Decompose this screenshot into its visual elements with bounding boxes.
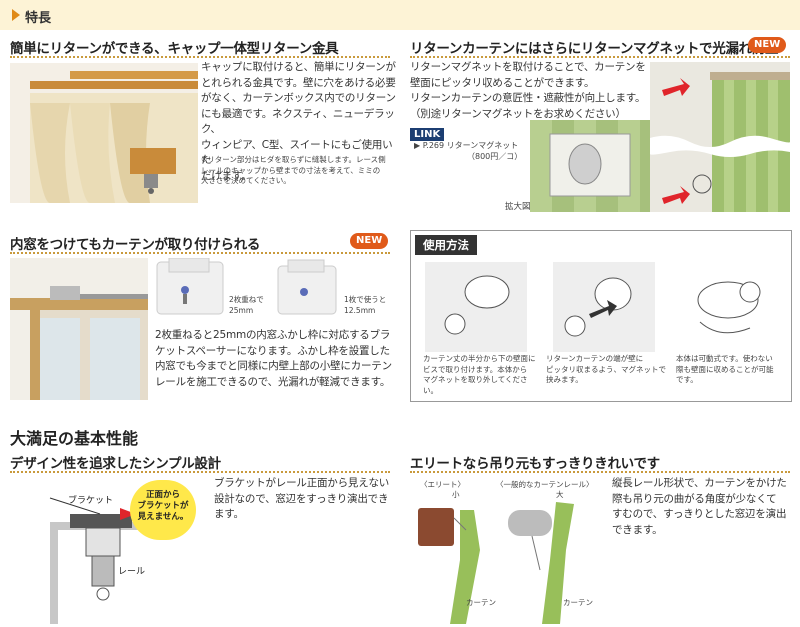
sec1-body: キャップに取付けると、簡単にリターンが とれられる金具です。壁に穴をあける必要 … <box>201 60 396 184</box>
usage-step2-line: リターンカーテンの端が壁に <box>546 354 644 363</box>
section-header-label: 特長 <box>25 11 52 26</box>
elite-body-line: 際も吊り元の曲がる角度が少なくて <box>612 492 777 505</box>
sec1-body-line: とれられる金具です。壁に穴をあける必要 <box>201 76 396 89</box>
sec2-body-line: （別途リターンマグネットをお求めください） <box>410 107 626 120</box>
spacer-one-piece <box>277 259 337 315</box>
elite-body: 縦長レール形状で、カーテンをかけた 際も吊り元の曲がる角度が少なくて すむので、… <box>612 476 797 538</box>
sec1-note: ※リターン部分はヒダを取らずに縫製します。レース側 レールのキャップから壁までの… <box>201 155 396 187</box>
sec2-title: リターンカーテンにはさらにリターンマグネットで光漏れ防止 <box>410 41 779 57</box>
triangle-arrow-icon <box>12 9 20 21</box>
elite-rail-diagram <box>418 508 480 624</box>
performance-title: 大満足の基本性能 <box>10 429 139 448</box>
design-body: ブラケットがレール正面から見えない 設計なので、窓辺をすっきり演出でき ます。 <box>214 476 399 523</box>
sec1-body-line: にも最適です。ネクスティ、ニューデラック、 <box>201 107 395 136</box>
callout-line: ブラケットが <box>137 501 189 511</box>
angle-large-label: 大 <box>556 490 564 499</box>
callout-line: 正面から <box>145 490 180 500</box>
spacer-one-label-line: 12.5mm <box>344 305 376 315</box>
angle-small-label: 小 <box>452 490 460 499</box>
magnet-zoom-illustration <box>530 120 650 212</box>
sec3-body-line: 2枚重ねると25mmの内窓ふかし枠に対応するブラ <box>155 329 391 341</box>
design-divider <box>10 471 390 473</box>
section-header-bar <box>0 0 800 30</box>
elite-label: 〈エリート〉 <box>420 480 465 489</box>
spacer-two-label-line: 25mm <box>229 305 254 315</box>
sec1-divider <box>10 56 390 58</box>
usage-title: 使用方法 <box>415 235 477 255</box>
design-body-line: 設計なので、窓辺をすっきり演出でき <box>214 492 389 505</box>
callout-bubble <box>130 480 196 540</box>
usage-step1-line: カーテン丈の半分から下の壁面に <box>423 354 536 363</box>
new-badge: NEW <box>748 37 787 53</box>
sec3-body-line: 内窓でも今までと同様に内壁上部の小壁にカーテン <box>155 360 392 372</box>
spacer-two-pieces <box>156 258 224 315</box>
general-rail-label: 〈一般的なカーテンレール〉 <box>496 480 594 489</box>
usage-step2-line: ピッタリ収まるよう、マグネットで <box>546 364 666 374</box>
inner-window-photo <box>10 258 148 400</box>
sec2-divider <box>410 56 790 58</box>
callout-text: 正面から ブラケットが 見えません。 <box>133 490 193 523</box>
usage-step3-line: 本体は可動式です。使わない <box>676 354 773 363</box>
callout-line: 見えません。 <box>137 512 189 522</box>
sec1-body-line: だけます。 <box>201 169 252 182</box>
usage-step2-text: リターンカーテンの端が壁に ピッタリ収まるよう、マグネットで 挟みます。 <box>546 354 666 386</box>
elite-body-line: 縦長レール形状で、カーテンをかけた <box>612 477 787 489</box>
rail-label: レール <box>118 567 146 577</box>
usage-step3-line: です。 <box>676 375 698 384</box>
elite-body-line: すむので、すっきりとした窓辺を演出 <box>612 508 787 520</box>
usage-step3-line: 際も壁面に収めることが可能 <box>676 364 774 374</box>
sec1-body-line: ウィンピア、C型、スイートにもご使用いた <box>201 138 393 167</box>
zoom-label: 拡大図 <box>505 202 531 212</box>
sec1-note-line: レールのキャップから壁までの寸法を考えて、ミミの <box>201 165 381 175</box>
spacer-two-label-line: 2枚重ねで <box>229 295 264 304</box>
bracket-label: ブラケット <box>68 496 114 506</box>
general-curtain-label: カーテン <box>563 598 593 607</box>
sec3-body-line: レールを施工できるので、光漏れが軽減できます。 <box>155 375 391 388</box>
design-body-line: ブラケットがレール正面から見えない <box>214 477 390 489</box>
spacer-two-label: 2枚重ねで 25mm <box>229 295 264 316</box>
usage-step1-text: カーテン丈の半分から下の壁面に ビスで取り付けます。本体から マグネットを取り外… <box>423 354 538 396</box>
design-title: デザイン性を追求したシンプル設計 <box>10 456 221 472</box>
sec1-note-line: 大きさを決めてください。 <box>201 176 291 185</box>
sec1-body-line: キャップに取付けると、簡単にリターンが <box>201 61 396 73</box>
sec3-title: 内窓をつけてもカーテンが取り付けられる <box>10 237 261 253</box>
sec3-body: 2枚重ねると25mmの内窓ふかし枠に対応するブラ ケットスペーサーになります。ふ… <box>155 328 395 390</box>
usage-step1-illustration <box>425 262 527 352</box>
sec2-body: リターンマグネットを取付けることで、カーテンを 壁面にピッタリ収めることができま… <box>410 60 650 122</box>
sec3-body-line: ケットスペーサーになります。ふかし枠を設置した <box>155 344 390 357</box>
sec2-body-line: リターンマグネットを取付けることで、カーテンを <box>410 61 646 73</box>
sec3-divider <box>10 252 390 254</box>
usage-step1-line: ビスで取り付けます。本体から <box>423 364 528 374</box>
usage-panel <box>410 230 792 402</box>
curtain-rail-photo <box>10 63 198 203</box>
elite-body-line: できます。 <box>612 523 663 536</box>
usage-step1-line: マグネットを取り外してください。 <box>423 375 528 395</box>
sec1-body-line: がなく、カーテンボックス内でのリターン <box>201 92 396 104</box>
elite-title: エリートなら吊り元もすっきりきれいです <box>410 456 660 472</box>
elite-curtain-label: カーテン <box>466 598 496 607</box>
elite-divider <box>410 471 790 473</box>
design-body-line: ます。 <box>214 508 244 520</box>
spacer-one-label: 1枚で使うと 12.5mm <box>344 295 386 316</box>
sec1-title: 簡単にリターンができる、キャップ一体型リターン金具 <box>10 41 339 57</box>
sec1-note-line: ※リターン部分はヒダを取らずに縫製します。レース側 <box>201 155 386 164</box>
general-rail-diagram <box>508 502 574 624</box>
link-badge: LINK <box>410 128 445 141</box>
usage-step2-illustration <box>553 262 655 352</box>
sec2-body-line: リターンカーテンの意匠性・遮蔽性が向上します。 <box>410 92 646 104</box>
spacer-one-label-line: 1枚で使うと <box>344 295 387 304</box>
sec2-body-line: 壁面にピッタリ収めることができます。 <box>410 76 595 89</box>
link-page-reference[interactable]: ▶ P.269 リターンマグネット <box>414 141 519 150</box>
usage-step2-line: 挟みます。 <box>546 375 583 384</box>
new-badge: NEW <box>350 233 389 249</box>
usage-step3-illustration <box>680 262 782 352</box>
green-curtain-photo <box>650 62 790 212</box>
usage-step3-text: 本体は可動式です。使わない 際も壁面に収めることが可能 です。 <box>676 354 786 386</box>
link-price: （800円／コ） <box>467 152 523 161</box>
